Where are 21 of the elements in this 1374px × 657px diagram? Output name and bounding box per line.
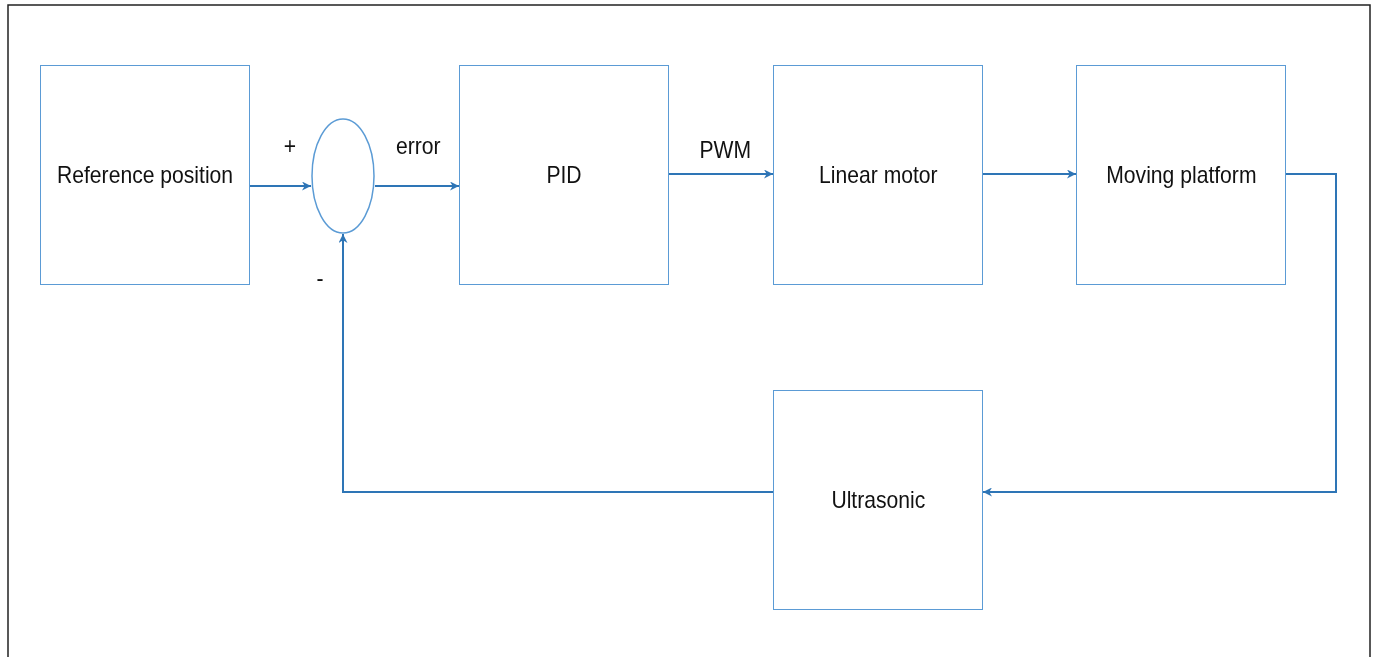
block-box (1076, 65, 1286, 285)
block-box (40, 65, 250, 285)
block-label: PID (546, 161, 582, 189)
sign-label: - (316, 266, 324, 290)
sign-label: + (283, 134, 297, 158)
arrow (249, 181, 312, 191)
arrow (338, 233, 774, 493)
block-label: Linear motor (818, 161, 938, 189)
block-label: Ultrasonic (831, 486, 925, 514)
block-box (773, 65, 983, 285)
block-box (459, 65, 669, 285)
arrow (982, 173, 1337, 497)
arrow (374, 181, 460, 191)
block-label: Moving platform (1105, 161, 1257, 189)
edge-label: PWM (699, 138, 752, 162)
edge-label: error (396, 134, 441, 158)
arrow (982, 169, 1077, 179)
summing-junction (311, 118, 375, 234)
arrow (668, 169, 774, 179)
block-box (773, 390, 983, 610)
block-label: Reference position (56, 161, 234, 189)
